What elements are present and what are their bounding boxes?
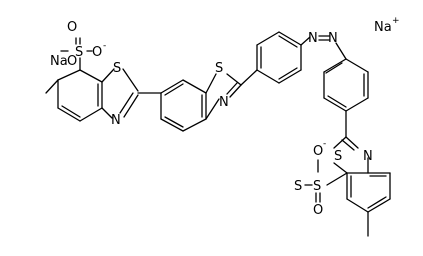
atom-label: S: [334, 149, 342, 164]
bond: [300, 36, 311, 46]
bond: [79, 107, 103, 122]
bond: [323, 58, 347, 73]
atom-label: S: [294, 179, 302, 194]
bond: [323, 97, 347, 112]
bond: [205, 73, 217, 94]
atom-label: S: [113, 61, 121, 76]
bond: [345, 58, 369, 73]
bond: [341, 139, 355, 151]
bond: [333, 136, 347, 149]
atom-label: S: [313, 179, 321, 194]
bond: [226, 82, 238, 95]
charge-label: -: [103, 41, 106, 51]
bond: [327, 95, 347, 108]
atom-label: Na: [374, 20, 392, 35]
bond: [345, 97, 369, 112]
bond: [367, 196, 387, 209]
atom-label: O: [313, 203, 323, 218]
bond: [182, 79, 207, 94]
atom-label: O: [67, 20, 77, 35]
bond: [346, 198, 369, 213]
bond: [160, 79, 184, 94]
atom-label: Na: [50, 54, 68, 69]
atom-label: O: [67, 54, 77, 69]
bond: [333, 162, 348, 174]
atom-label: N: [219, 95, 229, 110]
bond: [278, 31, 302, 46]
bond: [240, 69, 258, 86]
bond: [205, 98, 220, 120]
atom-label: S: [75, 45, 83, 60]
bond: [326, 172, 348, 186]
bond: [160, 118, 184, 132]
bond: [367, 198, 391, 213]
charge-label: +: [392, 16, 400, 26]
bond: [164, 116, 184, 128]
bond: [61, 105, 81, 118]
bond: [164, 83, 184, 96]
atom-label: N: [363, 149, 373, 164]
bond: [335, 42, 347, 60]
atom-label: O: [92, 45, 102, 60]
bond: [101, 68, 115, 83]
atom-labels: O S O - Na O S N S N N N Na + S N O - S …: [50, 16, 400, 218]
bond: [278, 67, 298, 80]
bond: [57, 107, 81, 122]
bond: [278, 35, 298, 48]
bond: [45, 79, 59, 94]
bond: [123, 94, 139, 118]
bond: [345, 136, 359, 149]
bond: [122, 68, 139, 92]
atom-label: N: [328, 31, 338, 46]
atom-label: N: [111, 113, 121, 128]
bond: [256, 69, 280, 84]
bond: [325, 62, 343, 74]
bond: [119, 92, 134, 114]
bonds: [45, 31, 391, 237]
bond: [229, 84, 242, 98]
atom-label: N: [308, 31, 318, 46]
bond: [79, 69, 103, 83]
bond: [57, 69, 81, 81]
atom-label: O: [313, 144, 323, 159]
bond: [226, 73, 242, 86]
bond: [278, 69, 302, 84]
bond: [101, 107, 113, 119]
bond: [256, 31, 280, 46]
charge-label: -: [323, 139, 326, 149]
atom-label: S: [215, 61, 223, 76]
bond: [182, 118, 207, 132]
